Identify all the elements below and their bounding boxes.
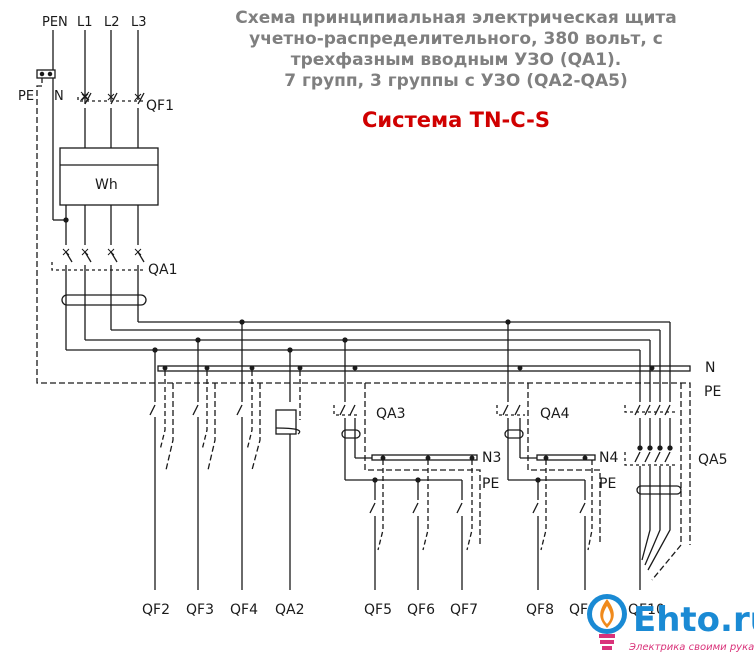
group-label-qf10: QF10 bbox=[628, 602, 665, 618]
device-label-qa4: QA4 bbox=[540, 406, 570, 422]
group-label-qf2: QF2 bbox=[142, 602, 170, 618]
title-line-2: учетно-распределительного, 380 вольт, с bbox=[249, 29, 663, 49]
logo-tagline: Электрика своими руками bbox=[629, 642, 754, 653]
system-title: Система TN-C-S bbox=[362, 108, 550, 132]
lightbulb-icon bbox=[587, 594, 627, 650]
input-label-l1: L1 bbox=[77, 15, 93, 30]
bus-label-pe4: PE bbox=[599, 476, 616, 492]
bus-label-pe3: PE bbox=[482, 476, 499, 492]
input-label-pe: PE bbox=[18, 89, 34, 104]
group-label-qf5: QF5 bbox=[364, 602, 392, 618]
meter-label: Wh bbox=[95, 177, 118, 193]
title-line-4: 7 групп, 3 группы с УЗО (QA2-QA5) bbox=[284, 71, 628, 91]
logo-name: Ehto.ru bbox=[633, 600, 754, 640]
device-label-qa3: QA3 bbox=[376, 406, 406, 422]
input-label-l3: L3 bbox=[131, 15, 147, 30]
bus-label-n4: N4 bbox=[599, 450, 618, 466]
bus-label-pe: PE bbox=[704, 384, 721, 400]
group-label-qf4: QF4 bbox=[230, 602, 258, 618]
title-line-3: трехфазным вводным УЗО (QA1). bbox=[290, 50, 622, 70]
diagram-title: Схема принципиальная электрическая щита … bbox=[196, 8, 716, 92]
input-label-pen: PEN bbox=[42, 15, 68, 30]
bus-label-n: N bbox=[705, 360, 715, 376]
device-label-qf1: QF1 bbox=[146, 98, 174, 114]
device-label-qa5: QA5 bbox=[698, 452, 728, 468]
device-label-qa1: QA1 bbox=[148, 262, 178, 278]
group-label-qf6: QF6 bbox=[407, 602, 435, 618]
group-label-qf7: QF7 bbox=[450, 602, 478, 618]
input-label-l2: L2 bbox=[104, 15, 120, 30]
title-line-1: Схема принципиальная электрическая щита bbox=[235, 8, 677, 28]
site-logo[interactable]: Ehto.ru Электрика своими руками bbox=[583, 588, 754, 663]
bus-label-n3: N3 bbox=[482, 450, 501, 466]
group-label-qf3: QF3 bbox=[186, 602, 214, 618]
group-label-qf8: QF8 bbox=[526, 602, 554, 618]
group-label-qa2: QA2 bbox=[275, 602, 305, 618]
input-label-n: N bbox=[54, 89, 64, 104]
